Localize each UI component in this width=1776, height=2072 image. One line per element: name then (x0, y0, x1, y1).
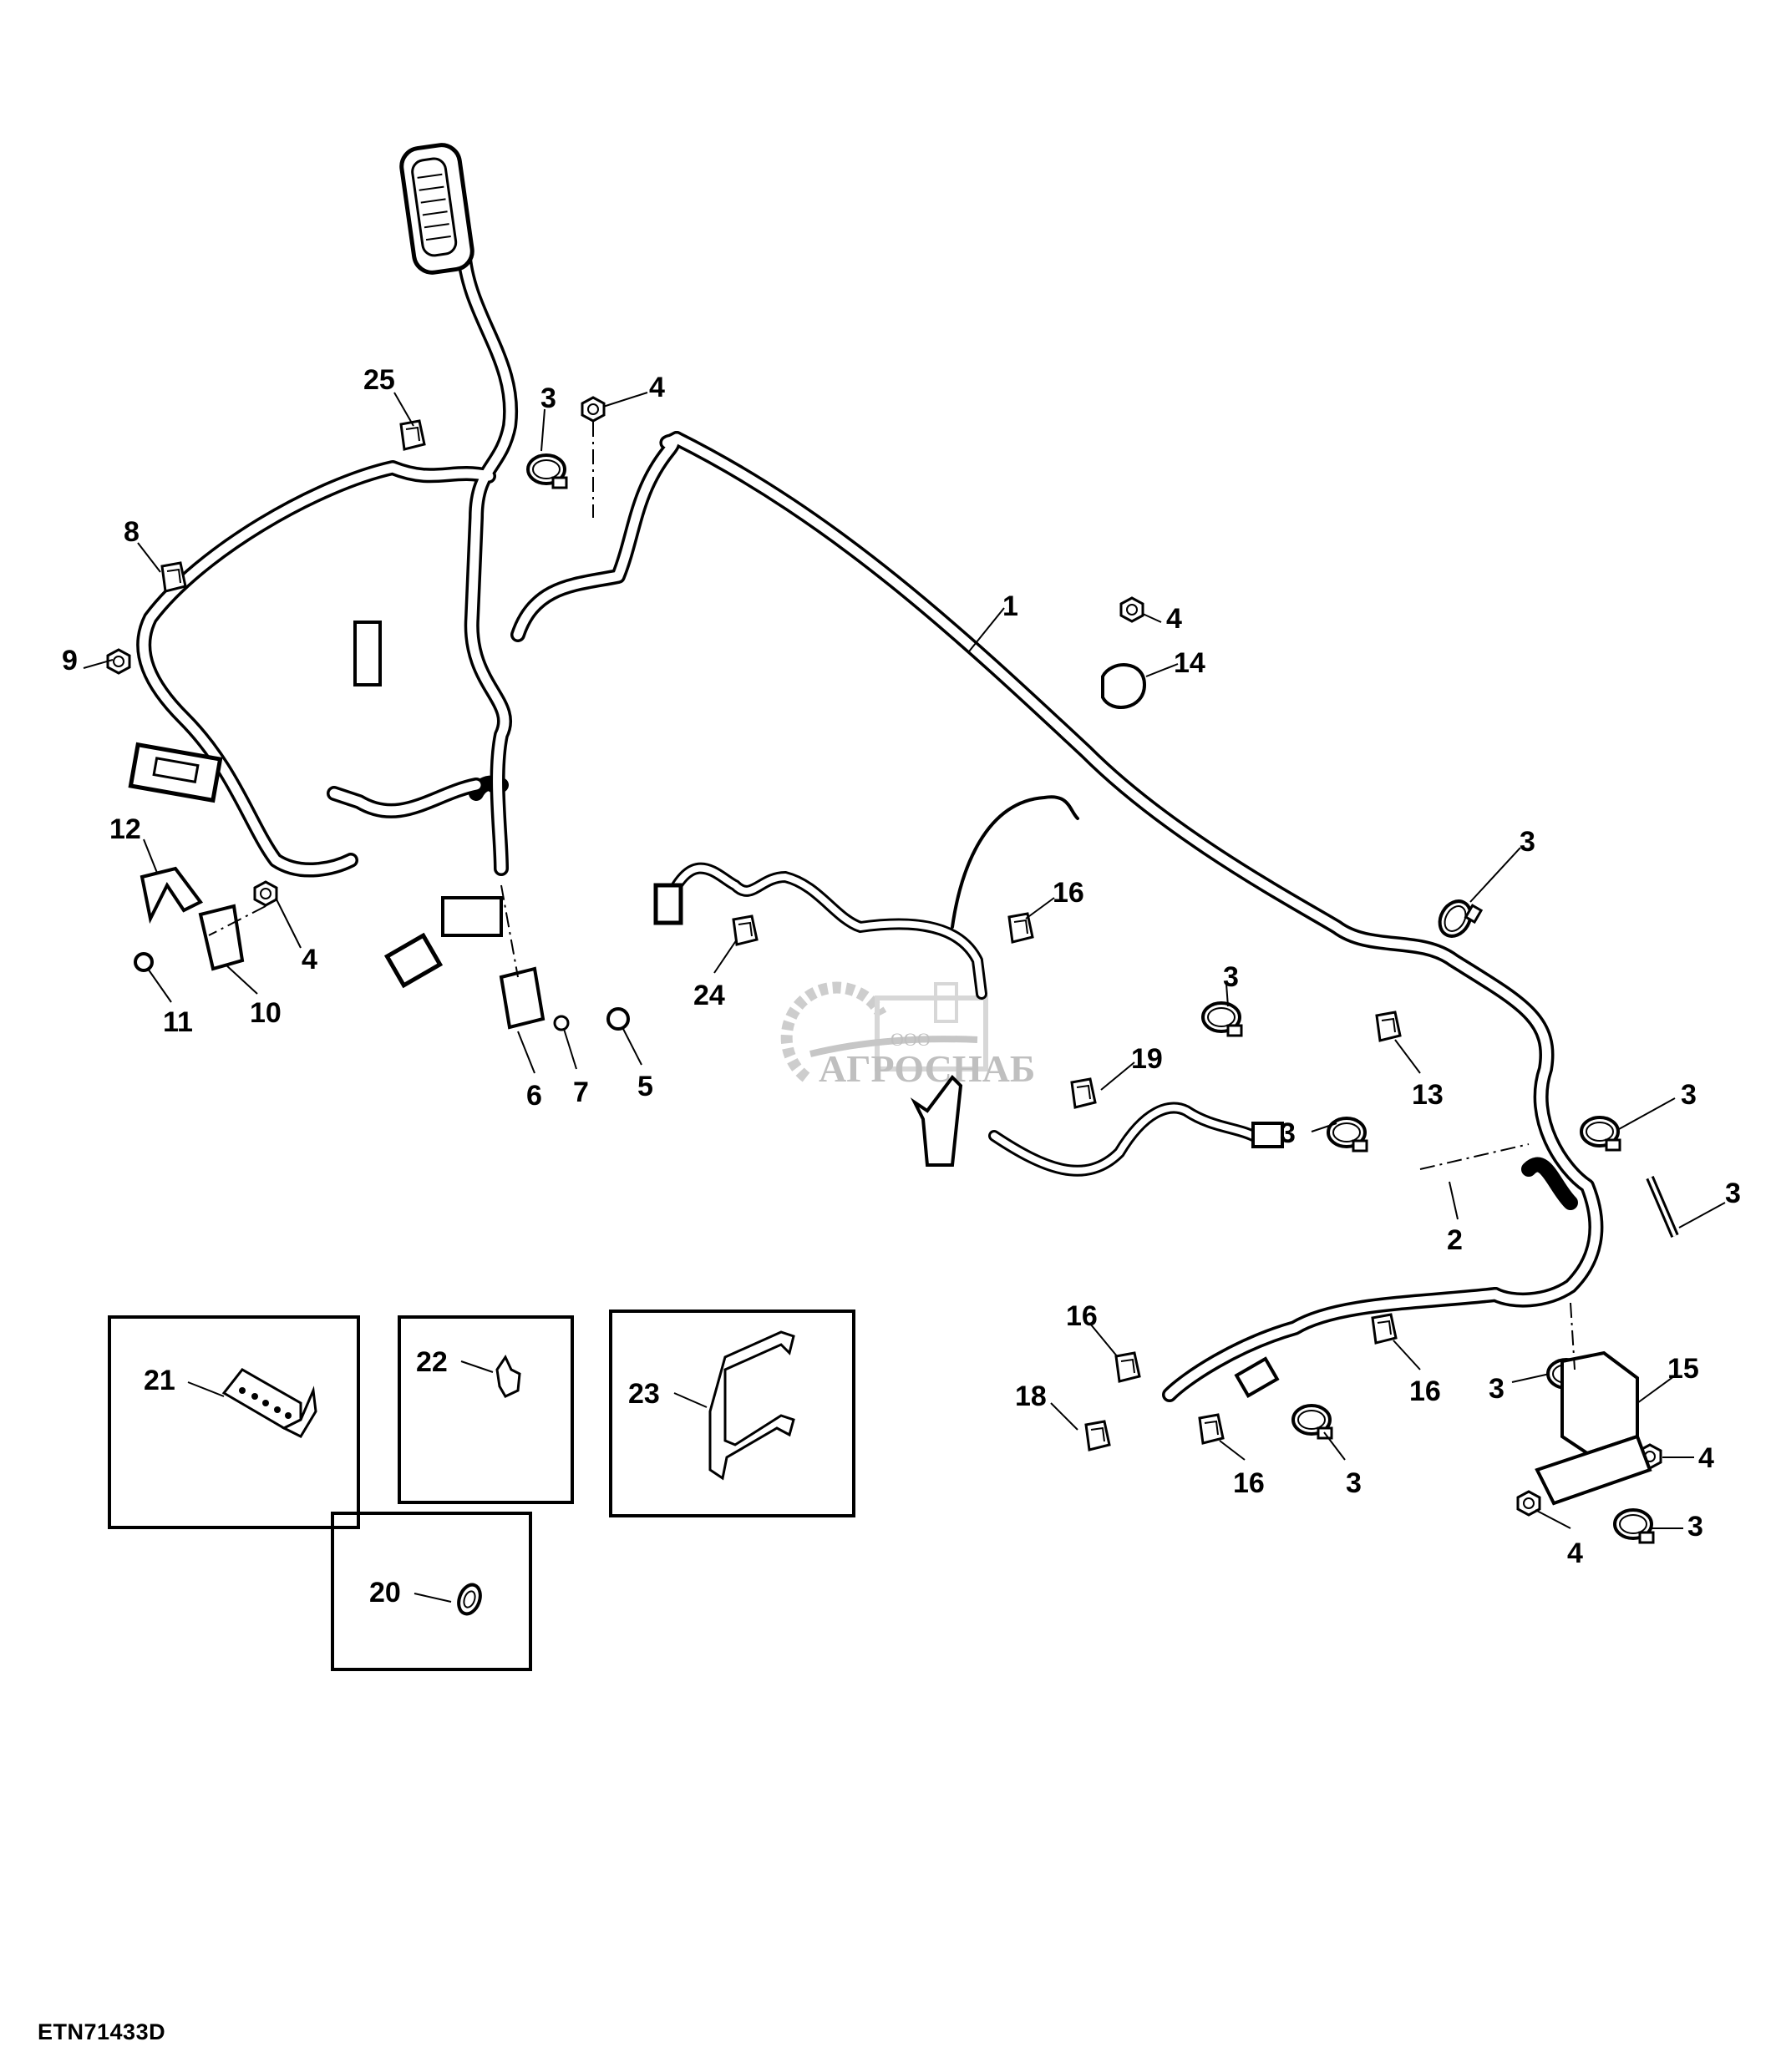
callout-3: 3 (1725, 1178, 1741, 1209)
callout-21: 21 (144, 1365, 175, 1396)
callout-5: 5 (637, 1071, 653, 1102)
callout-16: 16 (1233, 1467, 1265, 1499)
callout-16: 16 (1053, 877, 1084, 909)
callout-4: 4 (302, 944, 317, 975)
assembly-lines (208, 422, 1576, 1370)
callout-3: 3 (1687, 1511, 1703, 1543)
inset-box-20: 20 (331, 1512, 532, 1671)
callout-3: 3 (1223, 961, 1239, 993)
watermark: ООО АГРОСНАБ (780, 981, 1035, 1090)
callout-20: 20 (369, 1577, 401, 1608)
callout-4: 4 (649, 372, 665, 403)
callout-15: 15 (1667, 1353, 1699, 1385)
connector-mid (653, 883, 1284, 1148)
callout-19: 19 (1131, 1043, 1163, 1075)
callout-3: 3 (1520, 826, 1535, 858)
connector-left (128, 742, 223, 803)
connector-small (353, 621, 1280, 1398)
callout-4: 4 (1567, 1538, 1583, 1569)
callout-labels: 25 3 4 8 9 1 4 14 3 16 12 4 11 10 6 7 5 … (62, 364, 1741, 1569)
callout-18: 18 (1015, 1380, 1047, 1412)
callout-22: 22 (416, 1346, 448, 1378)
main-connector-top (399, 143, 474, 275)
callout-16: 16 (1409, 1375, 1441, 1407)
callout-12: 12 (109, 813, 141, 845)
callout-4: 4 (1166, 603, 1182, 635)
callout-10: 10 (250, 997, 282, 1029)
callouts (83, 392, 1726, 1603)
callout-14: 14 (1174, 647, 1205, 679)
callout-7: 7 (573, 1077, 589, 1108)
inset-box-23: 23 (609, 1310, 855, 1517)
parts (106, 396, 1679, 1544)
callout-13: 13 (1412, 1079, 1444, 1111)
callout-1: 1 (1002, 590, 1018, 622)
callout-3: 3 (1681, 1079, 1697, 1111)
callout-24: 24 (693, 980, 725, 1011)
callout-2: 2 (1447, 1224, 1463, 1256)
callout-3: 3 (1489, 1373, 1505, 1405)
callout-4: 4 (1698, 1442, 1714, 1474)
callout-9: 9 (62, 645, 78, 676)
callout-3: 3 (1280, 1117, 1296, 1149)
main-harness (136, 243, 1604, 1402)
watermark-prefix: ООО (891, 1029, 931, 1050)
figure-id: ETN71433D (38, 2019, 166, 2044)
callout-8: 8 (124, 516, 140, 548)
callout-16: 16 (1066, 1300, 1098, 1332)
callout-3: 3 (1346, 1467, 1362, 1499)
watermark-name: АГРОСНАБ (819, 1047, 1035, 1090)
callout-3: 3 (540, 382, 556, 414)
secondary-harness (662, 795, 1259, 1177)
callout-25: 25 (363, 364, 395, 396)
connector-lower (383, 896, 503, 989)
callout-11: 11 (163, 1006, 193, 1038)
inset-box-22: 22 (398, 1315, 574, 1504)
callout-6: 6 (526, 1080, 542, 1112)
inset-box-21: 21 (108, 1315, 360, 1529)
callout-23: 23 (628, 1378, 660, 1410)
